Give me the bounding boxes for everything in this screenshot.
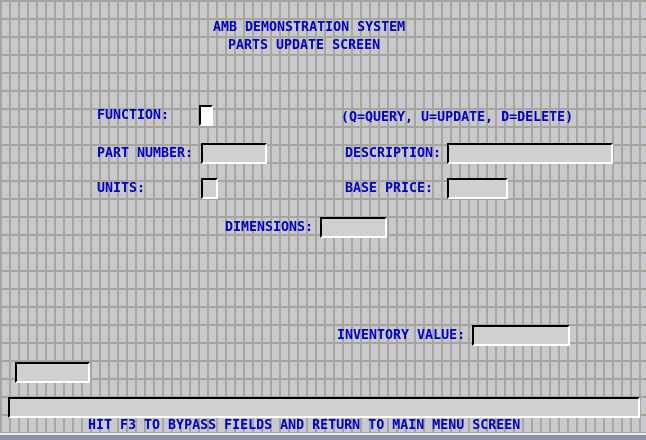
dimensions-input[interactable] [320, 217, 387, 238]
function-label: FUNCTION: [97, 108, 170, 123]
window-bottom-border [0, 433, 646, 440]
title-line-2: PARTS UPDATE SCREEN [228, 38, 381, 53]
message-line-input[interactable] [8, 397, 640, 418]
footer-message: HIT F3 TO BYPASS FIELDS AND RETURN TO MA… [88, 418, 521, 433]
dimensions-label: DIMENSIONS: [225, 220, 314, 235]
units-label: UNITS: [97, 181, 146, 196]
description-input[interactable] [447, 143, 613, 164]
base-price-input[interactable] [447, 178, 508, 199]
inventory-value-input[interactable] [472, 325, 570, 346]
bottom-left-input[interactable] [15, 362, 90, 383]
function-input[interactable] [199, 105, 213, 126]
title-line-1: AMB DEMONSTRATION SYSTEM [213, 20, 406, 35]
units-input[interactable] [201, 178, 218, 199]
function-hint: (Q=QUERY, U=UPDATE, D=DELETE) [341, 110, 574, 125]
inventory-value-label: INVENTORY VALUE: [337, 328, 466, 343]
part-number-label: PART NUMBER: [97, 146, 194, 161]
description-label: DESCRIPTION: [345, 146, 442, 161]
part-number-input[interactable] [201, 143, 267, 164]
base-price-label: BASE PRICE: [345, 181, 434, 196]
